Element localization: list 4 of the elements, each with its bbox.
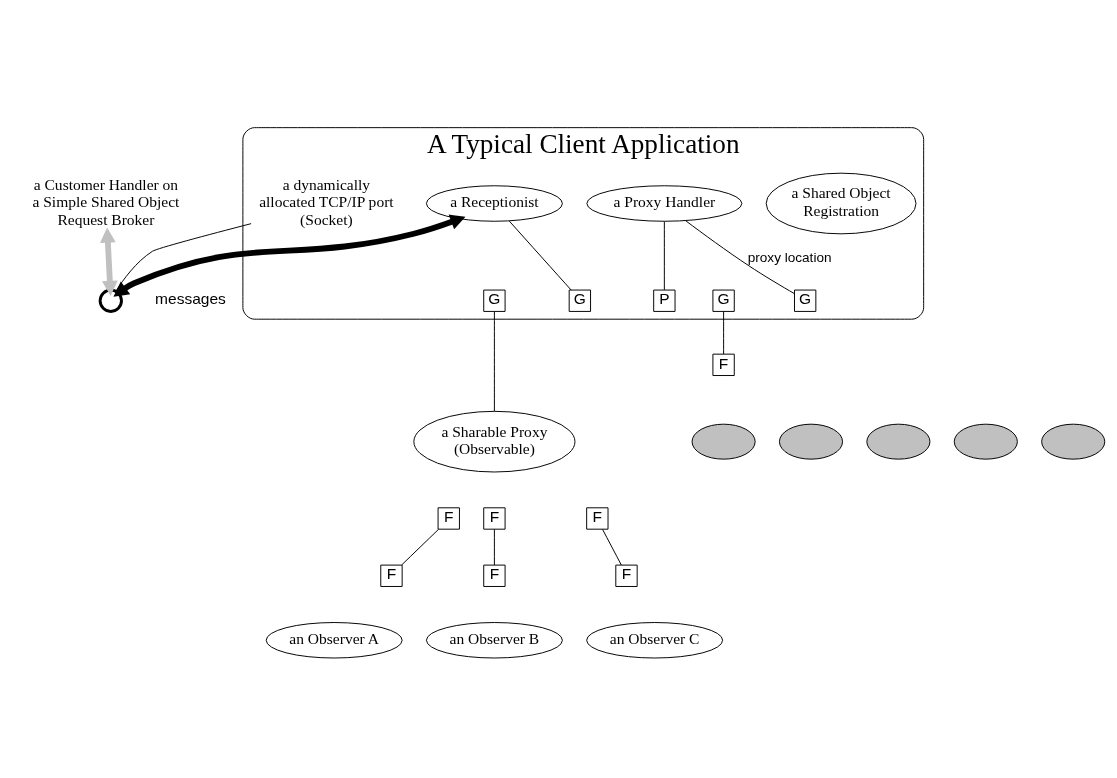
node-text: a Customer Handler on a Simple Shared Object Request Broker — [32, 175, 180, 228]
node-text: a dynamically allocated TCP/IP port (Socket) — [259, 175, 394, 228]
label: messages — [155, 290, 226, 308]
edge-label: proxy location — [747, 250, 832, 266]
